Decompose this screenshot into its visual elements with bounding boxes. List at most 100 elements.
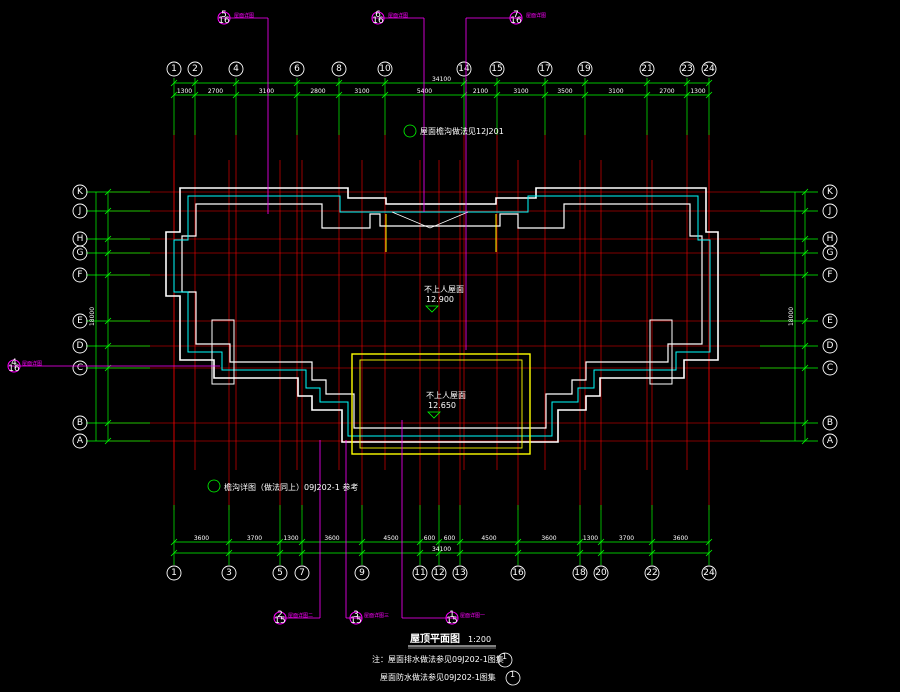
dim-tick [170, 538, 178, 546]
axis-bubble-label: 23 [681, 64, 692, 74]
dim-tick [276, 538, 284, 546]
axis-bubble-label: 2 [192, 64, 198, 74]
axis-bubble-label: 13 [454, 568, 465, 578]
detail-marker-sheet: 15 [446, 616, 457, 626]
axis-bubble: 17 [537, 61, 553, 77]
axis-bubble-circle [221, 565, 237, 581]
axis-bubble-circle [354, 565, 370, 581]
axis-bubble-label: 3 [226, 568, 232, 578]
detail-marker-num: 7 [513, 10, 519, 20]
dim-label: 1300 [283, 535, 298, 542]
axis-bubble-circle [456, 61, 472, 77]
dim-tick [435, 549, 443, 557]
axis-bubble-circle [72, 433, 88, 449]
dim-tick [104, 207, 112, 215]
axis-bubble-circle [272, 565, 288, 581]
dim-tick [276, 549, 284, 557]
dim-tick [705, 549, 713, 557]
detail-marker-num: 3 [353, 610, 359, 620]
ref-bottom-note: 檐沟详图（做法同上）09J202-1 参考 [224, 482, 358, 492]
axis-bubble: B [72, 415, 88, 431]
dim-label: 3100 [354, 88, 369, 95]
axis-bubble-label: B [77, 418, 83, 428]
dim-label: 3600 [194, 535, 209, 542]
dim-tick [456, 549, 464, 557]
valley-triangle [391, 211, 469, 229]
detail-marker-sheet: 16 [510, 16, 522, 26]
dim-label: 3700 [619, 535, 634, 542]
axis-bubble-label: K [827, 187, 834, 197]
axis-bubble: J [822, 203, 838, 219]
axis-bubble-label: H [827, 234, 834, 244]
dim-tick [597, 549, 605, 557]
axis-bubble-label: 8 [336, 64, 342, 74]
dim-label: 3600 [673, 535, 688, 542]
axis-bubble-label: 1 [171, 568, 177, 578]
dim-tick [381, 91, 389, 99]
dim-tick [541, 79, 549, 87]
axis-bubble: A [72, 433, 88, 449]
dim-label: 1300 [177, 88, 192, 95]
elevation-upper: 不上人屋面 12.900 [424, 285, 464, 313]
axis-bubble: 10 [377, 61, 393, 77]
dim-total: 18000 [788, 307, 795, 326]
dim-tick [170, 79, 178, 87]
dim-tick [705, 538, 713, 546]
axis-bubble: D [72, 338, 88, 354]
dim-label: 3500 [557, 88, 572, 95]
axis-bubble-circle [577, 61, 593, 77]
dim-label: 5400 [417, 88, 432, 95]
dim-tick [104, 235, 112, 243]
axis-bubble-circle [822, 433, 838, 449]
axis-bubble-circle [289, 61, 305, 77]
axis-bubble-label: J [828, 206, 832, 216]
detail-marker-num: 2 [277, 610, 283, 620]
axis-bubble: 8 [331, 61, 347, 77]
dim-total: 34100 [432, 546, 451, 553]
axis-bubble-label: 9 [359, 568, 365, 578]
drawing-title: 屋顶平面图 [410, 633, 460, 645]
dim-tick [801, 271, 809, 279]
detail-marker-caption: 屋面详图 [526, 12, 546, 19]
axis-bubble-label: E [77, 316, 83, 326]
dim-tick [232, 91, 240, 99]
detail-marker-num: 4 [11, 358, 17, 368]
dim-tick [298, 549, 306, 557]
dim-label: 3700 [247, 535, 262, 542]
axis-bubble-label: 14 [458, 64, 470, 74]
dim-tick [435, 538, 443, 546]
elev-upper-label: 不上人屋面 [424, 285, 464, 294]
axis-bubble: H [72, 231, 88, 247]
dim-tick [705, 91, 713, 99]
axis-bubble: 9 [354, 565, 370, 581]
axis-bubble-label: G [827, 248, 834, 258]
dim-label: 2100 [473, 88, 488, 95]
dim-tick [648, 538, 656, 546]
axis-lines [86, 78, 818, 565]
dim-tick [514, 538, 522, 546]
detail-marker-sheet: 16 [8, 364, 20, 374]
dim-tick [581, 79, 589, 87]
axis-bubble: 11 [412, 565, 428, 581]
dim-tick [298, 538, 306, 546]
dim-tick [801, 419, 809, 427]
axis-bubble-circle [166, 565, 182, 581]
dim-tick [104, 419, 112, 427]
axis-bubble-circle [72, 338, 88, 354]
axis-bubble-circle [701, 565, 717, 581]
dim-tick [581, 91, 589, 99]
dim-tick [643, 91, 651, 99]
axis-bubble-circle [72, 415, 88, 431]
dim-tick [358, 549, 366, 557]
note-2: 屋面防水做法参见09J202-1图集 [380, 672, 496, 682]
dim-tick [683, 79, 691, 87]
dim-tick [541, 91, 549, 99]
detail-marker-num: 6 [375, 10, 381, 20]
axis-bubble-label: 16 [512, 568, 524, 578]
axis-bubble-circle [537, 61, 553, 77]
axis-bubble-label: 5 [277, 568, 283, 578]
detail-marker-caption: 屋面详图 [388, 12, 408, 19]
axis-bubble: 21 [639, 61, 655, 77]
axis-bubble-circle [701, 61, 717, 77]
